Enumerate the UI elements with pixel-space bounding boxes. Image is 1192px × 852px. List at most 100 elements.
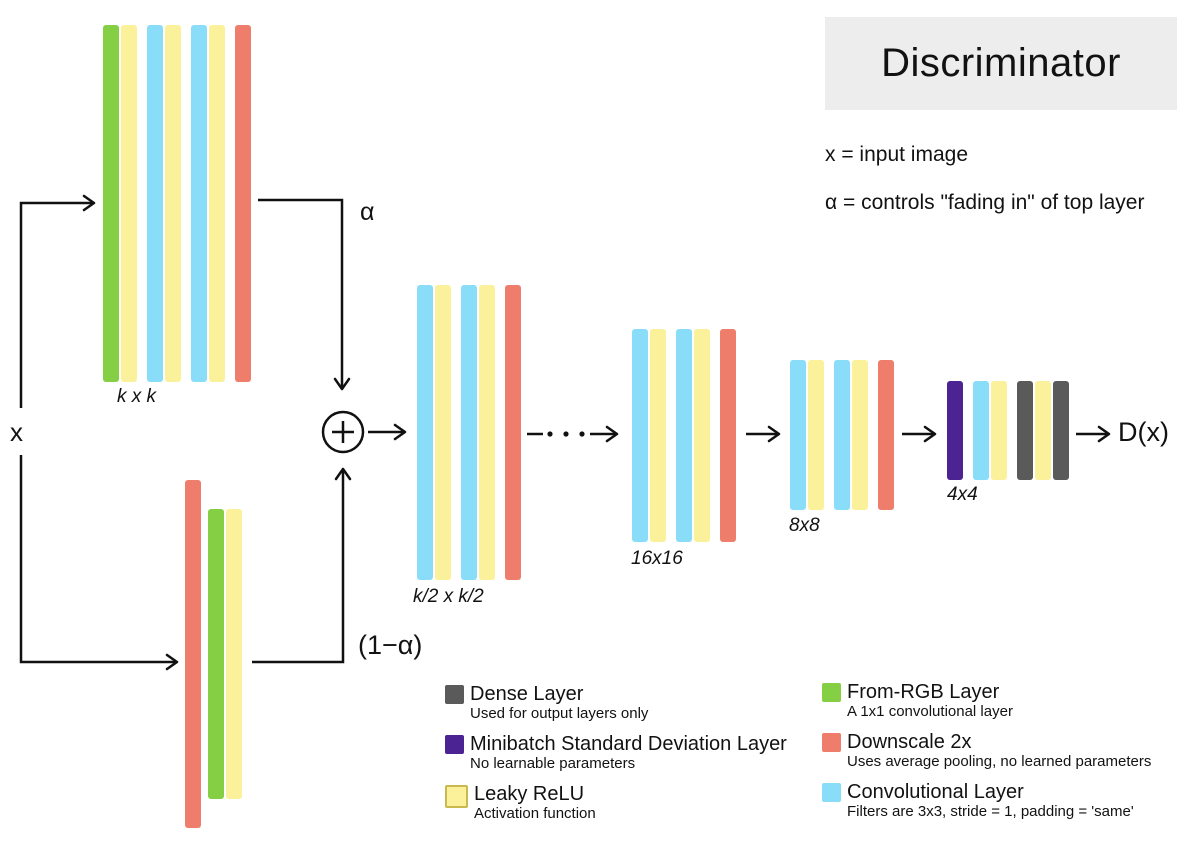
layer-group [505,285,521,580]
layer-group [973,381,1007,480]
downscale-swatch [822,733,841,752]
layer-group [208,509,242,799]
salmon-layer-bar [878,360,894,510]
yellow-layer-bar [165,25,181,382]
yellow-layer-bar [991,381,1007,480]
alpha-path-arrow [258,198,351,391]
leaky-relu-swatch [445,785,468,808]
salmon-layer-bar [235,25,251,382]
yellow-layer-bar [1035,381,1051,480]
input-to-top-arrow [19,194,96,408]
legend-title: From-RGB Layer [847,681,1000,703]
alpha-label: α [360,198,375,226]
block-8x8 [790,360,894,510]
legend-column-left: Dense Layer Used for output layers only … [445,683,787,822]
blue-layer-bar [973,381,989,480]
legend-subtitle: Activation function [474,805,596,822]
legend-title: Downscale 2x [847,731,972,753]
salmon-layer-bar [505,285,521,580]
yellow-layer-bar [694,329,710,542]
one-minus-alpha-path-arrow [252,467,352,664]
note-input-definition: x = input image [825,143,969,166]
green-layer-bar [103,25,119,382]
block-kxk [103,25,251,382]
block-lower-fade [185,480,242,828]
from-rgb-swatch [822,683,841,702]
block-16x16 [632,329,736,542]
note-alpha-definition: α = controls "fading in" of top layer [825,191,1145,214]
convolutional-swatch [822,783,841,802]
legend-title: Dense Layer [470,683,584,705]
blue-layer-bar [191,25,207,382]
layer-group [790,360,824,510]
layer-group [235,25,251,382]
legend-subtitle: No learnable parameters [470,755,636,772]
legend-title: Minibatch Standard Deviation Layer [470,733,787,755]
yellow-layer-bar [852,360,868,510]
layer-group [417,285,451,580]
layer-group [720,329,736,542]
blue-layer-bar [632,329,648,542]
salmon-layer-bar [720,329,736,542]
blue-layer-bar [676,329,692,542]
yellow-layer-bar [121,25,137,382]
legend-item-downscale: Downscale 2x Uses average pooling, no le… [822,731,1151,770]
block-label-4x4: 4x4 [947,484,978,505]
legend-item-convolutional: Convolutional Layer Filters are 3x3, str… [822,781,1151,820]
blue-layer-bar [417,285,433,580]
layer-group [834,360,868,510]
block-label-k2xk2: k/2 x k/2 [413,586,484,607]
legend-subtitle: A 1x1 convolutional layer [847,703,1013,720]
yellow-layer-bar [650,329,666,542]
ellipsis-dots [547,431,585,437]
yellow-layer-bar [808,360,824,510]
legend-item-dense-layer: Dense Layer Used for output layers only [445,683,787,722]
legend-subtitle: Uses average pooling, no learned paramet… [847,753,1152,770]
legend-subtitle: Used for output layers only [470,705,649,722]
blue-layer-bar [790,360,806,510]
layer-group [103,25,137,382]
block-k2xk2 [417,285,521,580]
legend-item-minibatch-stddev: Minibatch Standard Deviation Layer No le… [445,733,787,772]
minibatch-stddev-swatch [445,735,464,754]
dense-layer-swatch [445,685,464,704]
blue-layer-bar [461,285,477,580]
purple-layer-bar [947,381,963,480]
layer-group [185,480,201,828]
layer-group [461,285,495,580]
salmon-layer-bar [185,480,201,828]
yellow-layer-bar [209,25,225,382]
input-to-bottom-arrow [19,455,179,671]
layer-group [191,25,225,382]
green-layer-bar [208,509,224,799]
layer-group [147,25,181,382]
blue-layer-bar [147,25,163,382]
gray-layer-bar [1017,381,1033,480]
legend-subtitle: Filters are 3x3, stride = 1, padding = '… [847,803,1134,820]
page-title: Discriminator [881,41,1121,85]
legend-column-right: From-RGB Layer A 1x1 convolutional layer… [822,681,1151,820]
block-label-16x16: 16x16 [631,548,683,569]
layer-group [1017,381,1069,480]
layer-group [632,329,666,542]
legend-item-from-rgb: From-RGB Layer A 1x1 convolutional layer [822,681,1151,720]
gray-layer-bar [1053,381,1069,480]
yellow-layer-bar [435,285,451,580]
legend-title: Leaky ReLU [474,783,585,805]
legend-title: Convolutional Layer [847,781,1024,803]
layer-group [676,329,710,542]
block-4x4 [947,381,1069,480]
blue-layer-bar [834,360,850,510]
input-x-label: x [10,417,23,447]
yellow-layer-bar [226,509,242,799]
block-label-kxk: k x k [117,386,157,407]
layer-group [878,360,894,510]
yellow-layer-bar [479,285,495,580]
one-minus-alpha-label: (1−α) [358,630,423,660]
block-label-8x8: 8x8 [789,515,820,536]
legend-item-leaky-relu: Leaky ReLU Activation function [445,783,787,822]
discriminator-title-box: Discriminator [825,17,1177,110]
output-dx-label: D(x) [1118,417,1169,447]
sum-node-plus [332,421,354,443]
